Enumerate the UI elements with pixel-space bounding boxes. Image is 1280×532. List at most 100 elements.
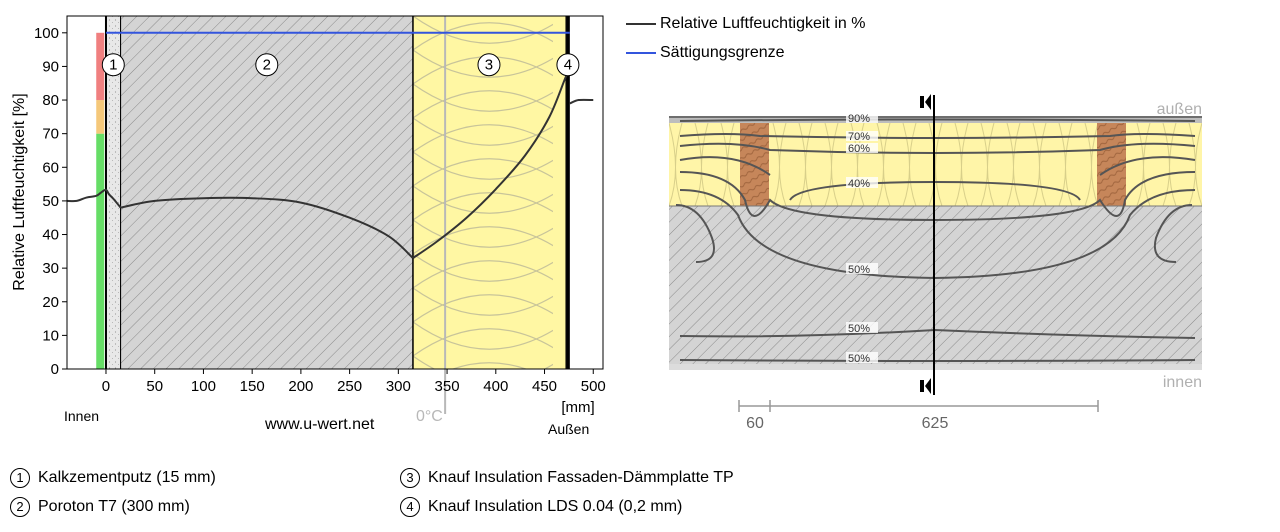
y-tick-label: 80 (42, 92, 59, 109)
isoline-50c (1154, 204, 1193, 263)
layer-legend-item-3: 3 Knauf Insulation Fassaden-Dämmplatte T… (400, 468, 734, 488)
y-tick-label: 30 (42, 260, 59, 277)
legend-label: Sättigungsgrenze (660, 44, 785, 61)
comfort-bar-segment (96, 100, 105, 134)
layer-marker-number: 3 (485, 57, 493, 74)
insulation-wave (1006, 123, 1021, 206)
insulation-wave (412, 219, 553, 248)
isoline-50d (679, 328, 1196, 339)
y-tick-label: 70 (42, 126, 59, 143)
series-lines (67, 31, 594, 259)
insulation-wave (720, 123, 735, 206)
plot-frame (66, 15, 604, 370)
cut-marker-bottom (920, 380, 924, 392)
x-tick-label: 350 (435, 378, 460, 395)
layer-legend-label: Poroton T7 (300 mm) (38, 498, 190, 515)
isoline-label: 50% (848, 353, 870, 365)
dimension-main-value: 625 (922, 415, 949, 432)
series-line (412, 70, 571, 259)
dimension-left-value: 60 (746, 415, 764, 432)
legend-item-humidity: Relative Luftfeuchtigkeit in % (626, 15, 865, 33)
isoline-45 (679, 171, 1196, 222)
insulation-pattern (412, 0, 566, 369)
insulation-wave (1032, 123, 1047, 206)
insulation-wave (1084, 123, 1099, 206)
layer-number-badge: 2 (10, 497, 30, 517)
insulation-wave (412, 321, 553, 350)
watermark: www.u-wert.net (264, 416, 375, 433)
series-line (120, 196, 414, 259)
comfort-bar-segment (96, 32, 105, 101)
layer-legend-label: Knauf Insulation Fassaden-Dämmplatte TP (428, 469, 734, 486)
layer-marker-number: 2 (263, 57, 271, 74)
x-tick-label: 450 (532, 378, 557, 395)
y-tick-label: 90 (42, 58, 59, 75)
insulation-wave (954, 123, 969, 206)
series-line (67, 188, 122, 209)
insulation-wave (876, 123, 891, 206)
insulation-wave (412, 328, 553, 357)
x-tick-label: 400 (483, 378, 508, 395)
series-line (569, 98, 594, 105)
insulation-wave (412, 192, 553, 221)
outside-label: Außen (548, 421, 589, 437)
insulation-wave (412, 83, 553, 112)
dimension-line (738, 400, 1099, 412)
insulation-wave (412, 90, 553, 119)
isoline-a (679, 156, 771, 176)
comfort-bar (96, 32, 105, 369)
insulation-wave (451, 362, 528, 369)
insulation-wave (412, 49, 553, 78)
isoline-label: 90% (848, 113, 870, 125)
isoline-50b (675, 204, 715, 263)
x-tick-label: 500 (581, 378, 606, 395)
layer-marker-number: 1 (109, 57, 117, 74)
insulation-wave (412, 16, 553, 44)
insulation-wave (669, 123, 683, 206)
insulation-wave (412, 158, 553, 187)
layer-legend-item-4: 4 Knauf Insulation LDS 0.04 (0,2 mm) (400, 497, 682, 517)
section-inside-label: innen (1163, 374, 1202, 391)
insulation-wave (412, 185, 553, 214)
layer-marker-circle (477, 53, 501, 77)
layer-number-badge: 3 (400, 468, 420, 488)
cut-marker-top (920, 96, 924, 108)
layer-number-badge: 1 (10, 468, 30, 488)
isoline-label: 50% (848, 264, 870, 276)
y-axis-label: Relative Luftfeuchtigkeit [%] (11, 93, 28, 290)
isoline-label: 60% (848, 143, 870, 155)
layer-legend-item-2: 2 Poroton T7 (300 mm) (10, 497, 190, 517)
insulation-wave (412, 294, 553, 323)
insulation-wave (412, 124, 553, 153)
insulation-wave (980, 123, 995, 206)
isoline-90 (679, 118, 1196, 122)
layer-marker-circle (101, 53, 125, 77)
insulation-wave (412, 260, 553, 289)
y-tick-label: 20 (42, 294, 59, 311)
isoline-label: 50% (848, 323, 870, 335)
legend-item-saturation: Sättigungsgrenze (626, 44, 785, 62)
insulation-wave (1136, 123, 1151, 206)
isoline-labels: 90% 70% 60% 40% 50% 50% 50% (846, 113, 878, 365)
insulation-wave (412, 151, 553, 180)
inside-label: Innen (64, 408, 99, 424)
plaster-layer (669, 364, 1202, 370)
y-tick-label: 10 (42, 327, 59, 344)
x-tick-label: 50 (146, 378, 163, 395)
isoline-label: 70% (848, 131, 870, 143)
insulation-wave (413, 0, 566, 9)
layer-marker-number: 4 (564, 57, 572, 74)
insulation-wave (1058, 123, 1073, 206)
masonry-layer (669, 206, 1202, 364)
insulation-wave (412, 287, 553, 316)
legend-swatch (626, 23, 656, 25)
insulation-wave (412, 16, 415, 17)
insulation-wave (1188, 123, 1202, 206)
insulation-wave (694, 123, 709, 206)
layer-marker-circle (556, 53, 580, 77)
layer-number-markers: 1 2 3 4 (101, 53, 580, 77)
insulation-wave (928, 123, 943, 206)
